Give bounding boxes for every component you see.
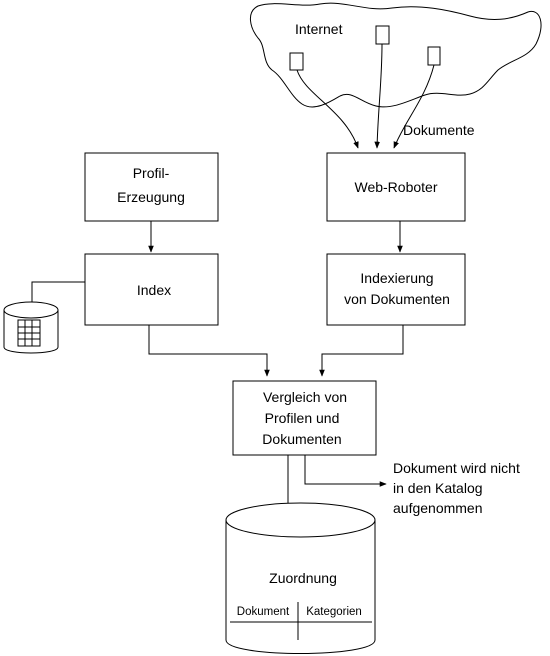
- indexierung-label-2: von Dokumenten: [344, 291, 450, 307]
- zuordnung-title: Zuordnung: [269, 570, 337, 586]
- index-box: [84, 253, 219, 326]
- arrow-index-to-vergleich: [148, 325, 270, 377]
- profil-erzeugung-label-2: Erzeugung: [117, 189, 185, 205]
- profil-erzeugung-label-1: Profil-: [133, 165, 170, 181]
- internet-label: Internet: [295, 21, 343, 37]
- database-icon: [3, 301, 59, 354]
- rejected-label-3: aufgenommen: [393, 500, 483, 516]
- zuordnung-database: [225, 502, 376, 654]
- profil-erzeugung-box: [84, 152, 219, 222]
- vergleich-label-3: Dokumenten: [262, 431, 341, 447]
- rejected-label-1: Dokument wird nicht: [393, 460, 520, 476]
- index-label: Index: [137, 282, 171, 298]
- table-col-kategorien: Kategorien: [306, 606, 362, 618]
- document-icon: [289, 52, 304, 71]
- rejected-label-2: in den Katalog: [393, 480, 483, 496]
- document-link-1: [296, 69, 359, 149]
- database-link: [31, 281, 85, 302]
- vergleich-label-2: Profilen und: [265, 410, 340, 426]
- document-link-3: [393, 64, 435, 149]
- document-icon: [427, 46, 441, 66]
- table-col-dokument: Dokument: [237, 606, 290, 618]
- web-roboter-label: Web-Roboter: [354, 179, 437, 195]
- internet-cloud: [250, 2, 542, 108]
- arrow-to-rejected: [304, 455, 387, 487]
- document-icon: [375, 25, 390, 45]
- indexierung-box: [326, 253, 466, 326]
- documents-label: Dokumente: [403, 122, 475, 138]
- web-roboter-box: [326, 152, 466, 222]
- vergleich-box: [232, 380, 377, 456]
- indexierung-label-1: Indexierung: [360, 270, 433, 286]
- document-link-2: [374, 43, 383, 149]
- vergleich-label-1: Vergleich von: [263, 389, 347, 405]
- arrow-indexierung-to-vergleich: [319, 325, 404, 377]
